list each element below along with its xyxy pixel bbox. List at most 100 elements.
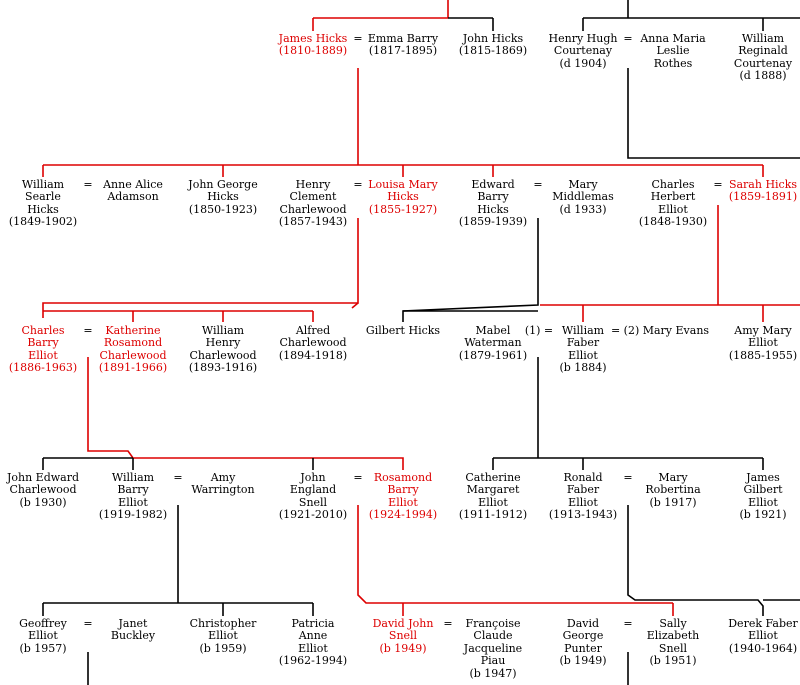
person-text-line: Charlewood (279, 336, 347, 350)
person-text-line: (1885-1955) (728, 348, 798, 362)
person-text-line: Hicks (207, 190, 239, 204)
marriage-sign-henry-louisa: = (353, 178, 363, 191)
person-text-line: Snell (298, 495, 328, 509)
marriage-sign-john-rosamond: = (353, 471, 363, 484)
person-text-line: (1962-1994) (278, 654, 348, 668)
person-text-line: Courtenay (733, 56, 793, 70)
person-text-line: (1886-1963) (8, 361, 78, 375)
person-text-line: Elliot (388, 495, 418, 509)
line-charlewood-bar-curve (351, 302, 359, 309)
person-text-line: Mary (568, 178, 598, 191)
person-text-line: Anna Maria (640, 32, 706, 45)
person-text-line: Emma Barry (367, 32, 439, 45)
person-text-line: John (300, 471, 326, 484)
person-text-line: (1850-1923) (188, 202, 258, 216)
person-text-line: Elizabeth (646, 629, 700, 643)
person-text-line: Barry (387, 483, 419, 497)
person-text-line: Faber (566, 483, 600, 497)
person-text-line: Elliot (298, 641, 328, 655)
person-text-line: John George (188, 178, 258, 191)
person-text-line: (1855-1927) (368, 202, 438, 216)
person-text-line: Barry (477, 190, 509, 204)
person-text-line: Amy Mary (734, 324, 792, 337)
line-henry-louisa-down (42, 218, 359, 318)
person-text-line: James (746, 471, 780, 484)
person-text-line: Anne (298, 629, 328, 643)
person-text-line: Piau (480, 654, 506, 668)
person-text-line: (b 1947) (469, 666, 517, 680)
person-text-line: Snell (658, 641, 688, 655)
person-text-line: Elliot (118, 495, 148, 509)
person-text-line: Charles (21, 324, 65, 337)
person-text-line: (b 1957) (19, 641, 67, 655)
person-text-line: Henry (295, 178, 331, 191)
person-text-line: Courtenay (553, 44, 613, 58)
person-text-line: (1848-1930) (638, 215, 708, 229)
person-text-line: James Hicks (278, 32, 348, 45)
person-text-line: Rosamond (373, 471, 433, 484)
person-text-line: Henry Hugh (548, 32, 618, 45)
person-text-line: Sarah Hicks (728, 178, 798, 191)
person-text-line: Waterman (464, 336, 522, 350)
person-text-line: John Hicks (462, 32, 524, 45)
person-text-line: Elliot (748, 495, 778, 509)
person-john-hicks: John Hicks(1815-1869) (445, 32, 541, 58)
person-text-line: Robertina (645, 483, 701, 497)
line-henry-anna-down (627, 68, 800, 159)
person-text-line: Charlewood (189, 348, 257, 362)
person-text-line: (b 1949) (379, 641, 427, 655)
marriage-sign-edward-mary: = (533, 178, 543, 191)
person-text-line: Elliot (568, 348, 598, 362)
line-ronald-mary-down (627, 505, 764, 616)
person-gilbert-hicks: Gilbert Hicks (355, 324, 451, 337)
person-text-line: Catherine (465, 471, 521, 484)
person-text-line: Leslie (656, 44, 690, 58)
line-john-rosamond-down (357, 505, 673, 604)
person-emma-barry: Emma Barry(1817-1895) (355, 32, 451, 58)
person-text-line: (1911-1912) (458, 508, 528, 522)
person-text-line: Herbert (650, 190, 696, 204)
person-text-line: Ronald (563, 471, 603, 484)
person-text-line: Henry (205, 336, 241, 350)
marriage-sign-william-anne: = (83, 178, 93, 191)
person-text-line: William (201, 324, 245, 337)
person-text-line: Punter (564, 641, 602, 655)
person-text-line: (1940-1964) (728, 641, 798, 655)
person-text-line: (d 1888) (739, 69, 787, 83)
person-text-line: Barry (27, 336, 59, 350)
person-text-line: (1859-1891) (728, 190, 798, 204)
person-text-line: Patricia (291, 617, 335, 630)
person-text-line: (1879-1961) (458, 348, 528, 362)
person-text-line: Elliot (748, 336, 778, 350)
person-text-line: David John (372, 617, 434, 630)
person-text-line: Elliot (478, 495, 508, 509)
person-text-line: Louisa Mary (368, 178, 438, 191)
person-text-line: Rosamond (103, 336, 163, 350)
person-text-line: (1815-1869) (458, 44, 528, 58)
person-text-line: Reginald (738, 44, 788, 58)
person-text-line: (1893-1916) (188, 361, 258, 375)
person-text-line: Gilbert (743, 483, 783, 497)
person-text-line: George (562, 629, 604, 643)
person-text-line: Elliot (658, 202, 688, 216)
